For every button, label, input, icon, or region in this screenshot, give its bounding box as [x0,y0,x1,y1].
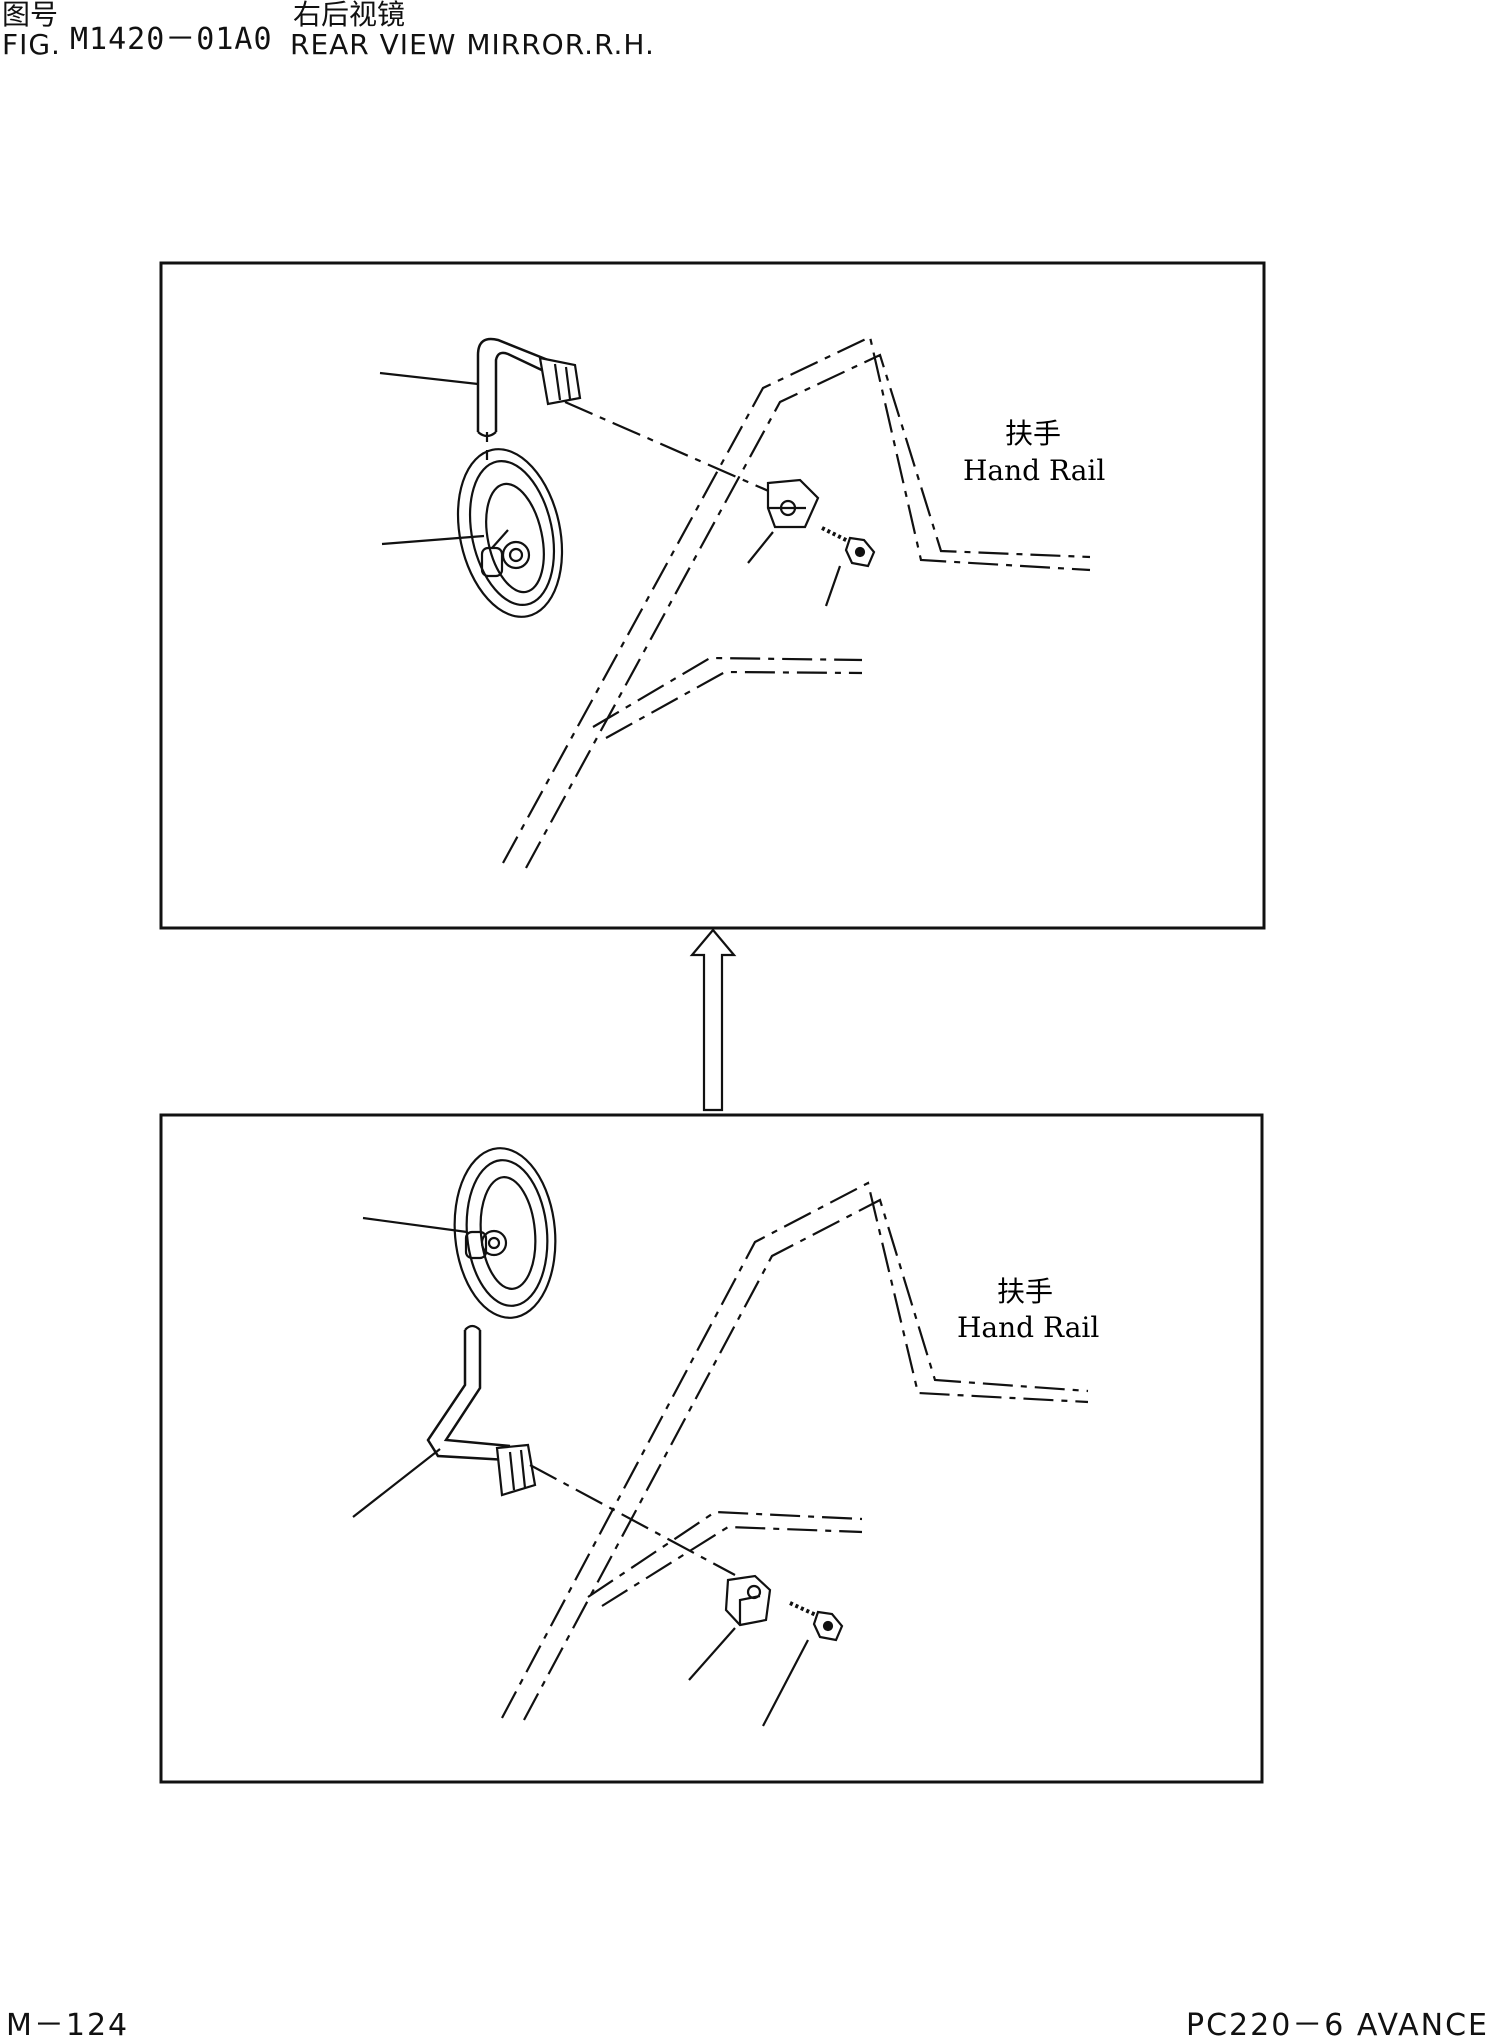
bottom-assembly-line [529,1464,736,1576]
top-assembly-line [564,400,781,498]
bottom-clamp [724,1574,772,1627]
top-mirror [456,448,564,618]
bottom-mirror-stay [426,1324,537,1497]
bottom-bolt [789,1601,844,1642]
fig-label-cn: 图号 [2,0,59,31]
bottom-leader-clamp [688,1627,736,1681]
bottom-leader-mirror [362,1216,468,1234]
bottom-hand-rail [501,1181,1089,1721]
top-hand-rail [502,335,1091,869]
bottom-panel-frame [159,1113,1264,1784]
top-clamp [766,478,820,529]
fig-number: M1420－01A0 [70,22,273,57]
top-bolt [821,526,876,568]
title-en: REAR VIEW MIRROR.R.H. [290,28,655,61]
fig-label-en: FIG. [2,28,61,61]
top-rail-label-cn: 扶手 [1005,417,1061,450]
bottom-rail-label-en: Hand Rail [957,1311,1099,1344]
top-panel-frame [159,261,1266,930]
title-cn: 右后视镜 [293,0,406,31]
top-leader-mirror [381,534,485,546]
top-mirror-stay [476,337,582,438]
bottom-mirror [453,1147,557,1319]
up-arrow-icon [689,928,737,1112]
bottom-leader-stay [352,1448,441,1518]
page-number: M－124 [6,2008,130,2043]
model-name: PC220－6 AVANCE [1186,2008,1489,2043]
top-rail-label-en: Hand Rail [963,454,1105,487]
bottom-leader-bolt [762,1639,809,1727]
top-leader-clamp [747,531,774,564]
bottom-rail-label-cn: 扶手 [997,1275,1053,1308]
top-leader-bolt [824,565,842,607]
top-leader-stay [379,371,479,386]
